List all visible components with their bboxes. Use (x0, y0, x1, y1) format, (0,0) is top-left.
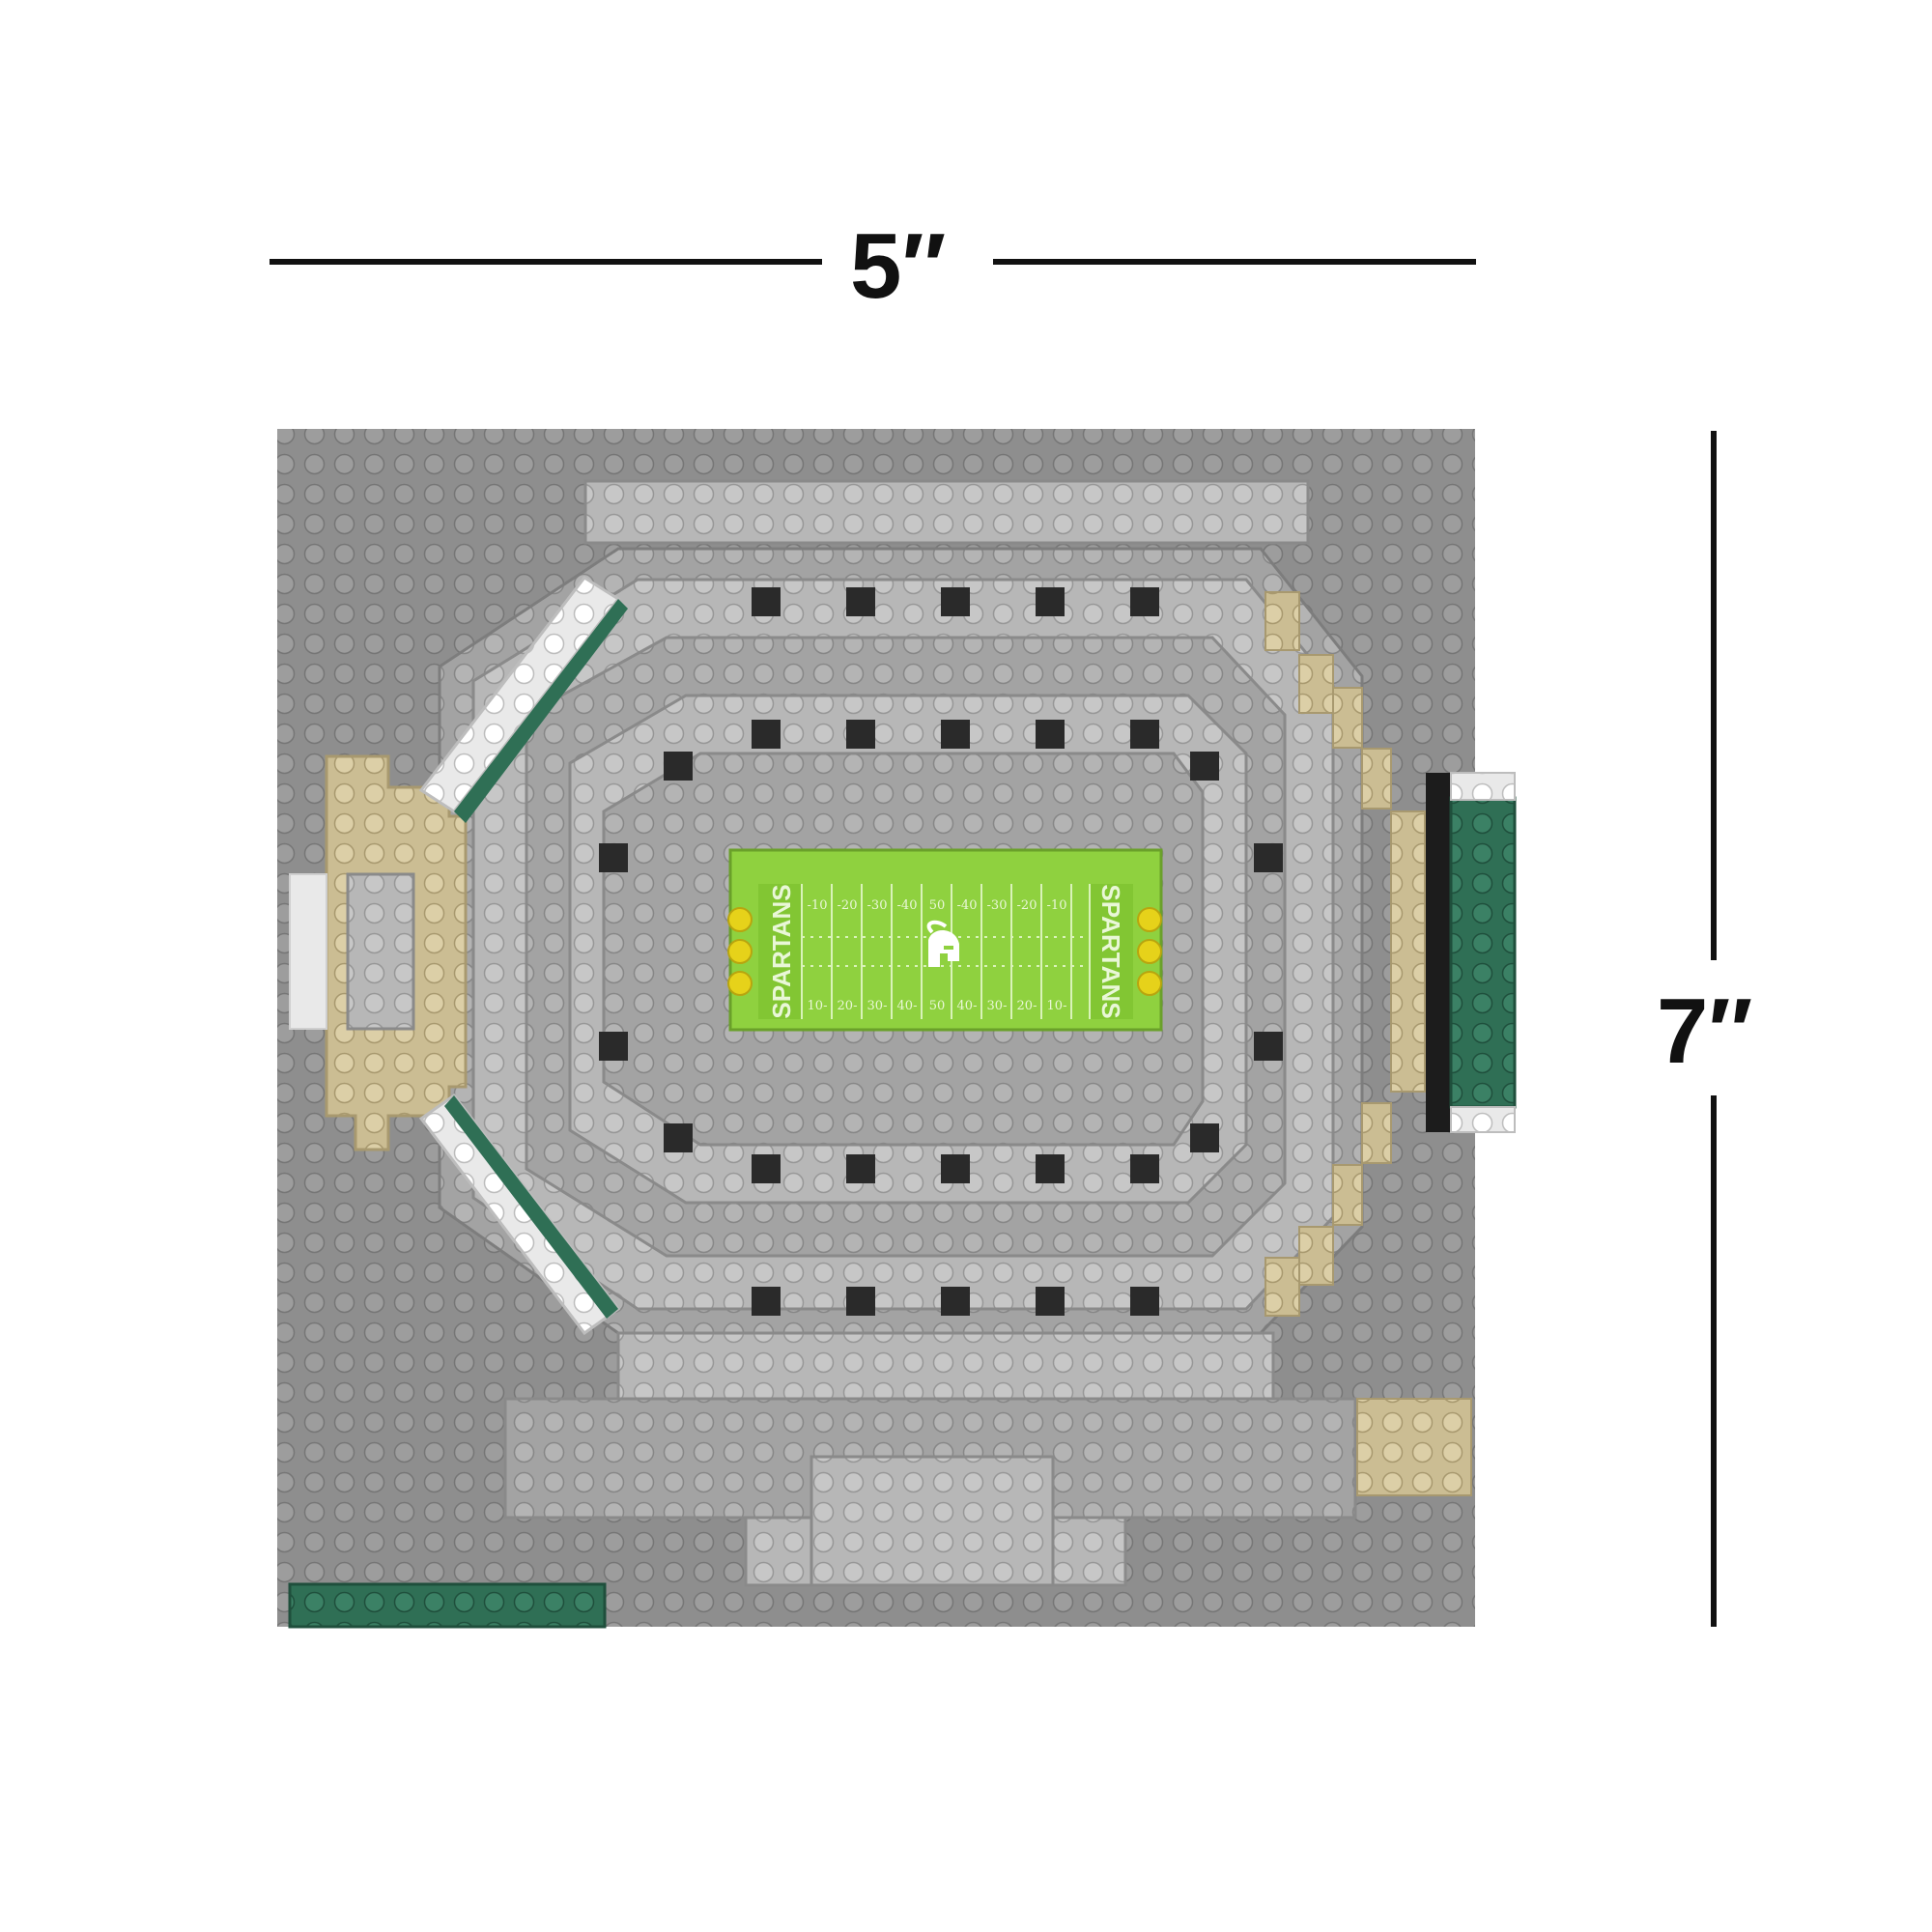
green-strip-sw (288, 1582, 607, 1629)
white-walkways (418, 576, 628, 1336)
yard-number: -10 (808, 898, 828, 913)
height-dimension-line-bottom (1711, 1095, 1717, 1627)
height-dimension-line-top (1711, 431, 1717, 960)
endzone-right-text: SPARTANS (1096, 884, 1125, 1018)
yard-number: 10- (808, 999, 828, 1013)
yard-number: 20- (838, 999, 858, 1013)
goalpost-right (1137, 907, 1162, 996)
yard-number: 20- (1017, 999, 1037, 1013)
goalpost-left (727, 907, 753, 996)
yard-number: -40 (957, 898, 978, 913)
height-dimension-label: 7″ (1657, 980, 1753, 1083)
yard-number: -30 (987, 898, 1008, 913)
yard-number: -30 (867, 898, 888, 913)
width-dimension-line-left (270, 259, 822, 265)
south-entrance-inner (810, 1455, 1055, 1587)
yard-number: 40- (957, 999, 978, 1013)
width-dimension-line-right (993, 259, 1476, 265)
yard-numbers-top: -10 -20 -30 -40 50 -40 -30 -20 -10 (808, 898, 1067, 913)
tunnel-blocks (599, 587, 1283, 1316)
west-gate-tower (346, 872, 415, 1031)
yard-number: 30- (987, 999, 1008, 1013)
yard-number: -20 (838, 898, 858, 913)
yard-number: -40 (897, 898, 918, 913)
endzone-right (1090, 884, 1133, 1019)
tan-accents (1264, 591, 1472, 1496)
yard-number: -20 (1017, 898, 1037, 913)
yard-number: 30- (867, 999, 888, 1013)
spartan-helmet-logo-icon (926, 920, 959, 967)
yard-number: 10- (1047, 999, 1067, 1013)
yard-number: 50 (929, 999, 946, 1013)
yard-number: -10 (1047, 898, 1067, 913)
lower-stand (616, 1331, 1275, 1401)
width-dimension-label: 5″ (850, 214, 947, 318)
yard-numbers-bottom: 10- 20- 30- 40- 50 40- 30- 20- 10- (808, 999, 1067, 1013)
endzone-left (758, 884, 802, 1019)
yard-number: 50 (929, 898, 946, 913)
endzone-left-text: SPARTANS (767, 884, 796, 1018)
press-box-top (583, 479, 1310, 545)
west-gate (289, 754, 468, 1151)
yard-number: 40- (897, 999, 918, 1013)
scoreboard-east (1426, 772, 1517, 1133)
football-field: SPARTANS SPARTANS -10 -20 -30 -40 50 -40… (727, 848, 1163, 1032)
yard-lines (801, 884, 1091, 1019)
